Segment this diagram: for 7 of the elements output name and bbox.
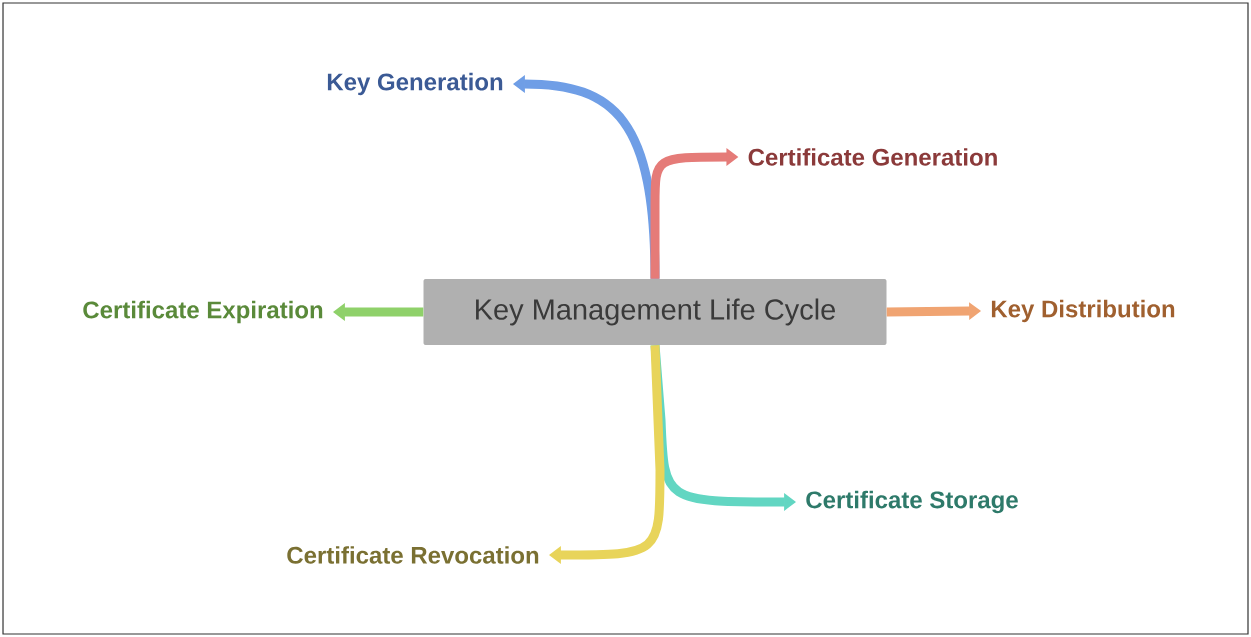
branch-label: Certificate Revocation — [287, 546, 539, 564]
branch-label: Key Generation — [327, 72, 503, 96]
topic-box: Key Management Life Cycle — [423, 279, 887, 345]
branch-label: Certificate Storage — [806, 490, 1018, 514]
branch-label: Certificate Expiration — [83, 300, 323, 324]
branch-label: Certificate Generation — [748, 148, 997, 166]
branch-label: Key Distribution — [991, 299, 1175, 323]
